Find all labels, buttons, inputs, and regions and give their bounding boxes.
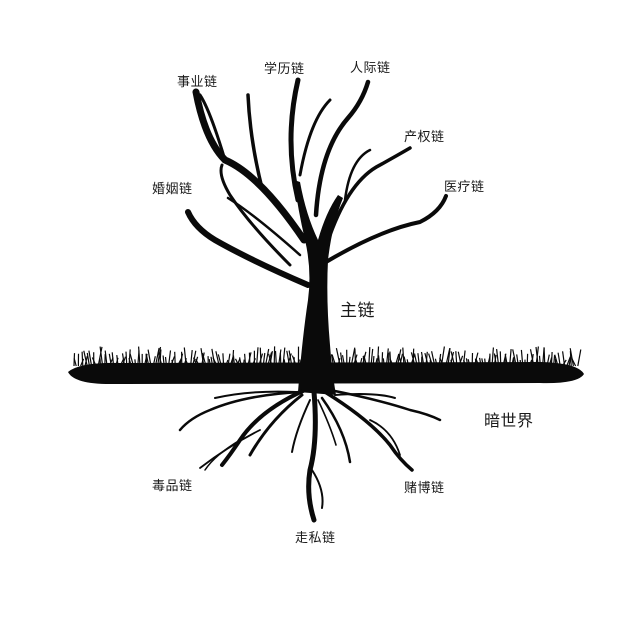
grass-blade [260,348,261,366]
root-right-1 [325,392,412,470]
label-main-chain: 主链 [340,296,375,321]
label-social-chain: 人际链 [350,57,391,76]
grass-blade [551,352,552,366]
root-mid-1 [292,400,310,452]
grass-blade [382,352,383,366]
label-smuggling-chain: 走私链 [295,527,336,546]
label-education-chain: 学历链 [264,58,305,77]
grass-blade [146,354,147,366]
grass-blade [223,353,224,366]
grass-blade [373,356,374,366]
label-drugs-chain: 毒品链 [152,475,193,494]
grass-blade [578,350,581,367]
grass-blade [500,351,501,366]
grass-blade [82,352,83,366]
grass-blade [135,359,136,366]
branch-property [330,148,410,235]
branch-education [291,80,298,200]
grass-blade [243,360,244,366]
grass-blade [175,352,176,366]
root-main-2 [312,470,323,508]
label-gambling-chain: 赌博链 [404,477,445,496]
grass-blade [485,359,486,366]
root-main [309,392,316,520]
grass-blade [355,349,356,366]
branch-social [316,82,368,215]
label-dark-world: 暗世界 [484,407,534,431]
branch-left-low [228,198,300,255]
grass-blade [544,348,545,366]
root-left-5 [200,430,260,468]
label-medical-chain: 医疗链 [444,176,485,195]
roots [180,390,440,520]
grass-blade [249,353,250,366]
grass-blade [126,352,127,366]
label-property-chain: 产权链 [404,126,445,145]
label-career-chain: 事业链 [177,71,218,90]
label-marriage-chain: 婚姻链 [152,178,193,197]
